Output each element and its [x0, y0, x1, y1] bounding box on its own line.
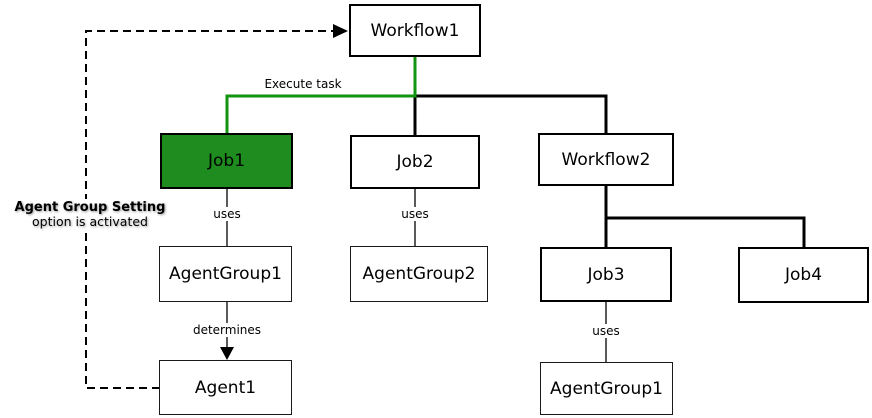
- node-job1-highlighted: Job1: [160, 133, 293, 189]
- node-job2: Job2: [350, 135, 480, 189]
- edge-label-determines: determines: [189, 323, 265, 337]
- node-workflow2: Workflow2: [538, 133, 674, 186]
- node-agentgroup1-right: AgentGroup1: [540, 362, 673, 415]
- node-agentgroup1-left: AgentGroup1: [159, 246, 292, 302]
- node-agentgroup2: AgentGroup2: [350, 246, 488, 302]
- edge-label-execute-task: Execute task: [264, 77, 342, 91]
- dashed-arrowhead-icon: [333, 24, 348, 38]
- edge-workflow1-job1-execute: [225, 57, 417, 134]
- node-agent1: Agent1: [159, 360, 292, 415]
- edge-label-uses-job3: uses: [589, 324, 623, 338]
- annotation-line1: Agent Group Setting: [14, 200, 166, 215]
- edge-workflow1-workflow2: [415, 94, 608, 134]
- edge-label-uses-job2: uses: [398, 207, 432, 221]
- agent-group-setting-annotation: Agent Group Setting option is activated: [5, 199, 175, 231]
- annotation-line2: option is activated: [32, 214, 148, 229]
- edge-workflow2-job4: [606, 216, 806, 248]
- edge-label-uses-job1: uses: [210, 207, 244, 221]
- node-job4: Job4: [738, 247, 869, 303]
- node-job3: Job3: [540, 247, 672, 302]
- determines-arrowhead-icon: [220, 347, 234, 360]
- node-workflow1: Workflow1: [349, 4, 481, 57]
